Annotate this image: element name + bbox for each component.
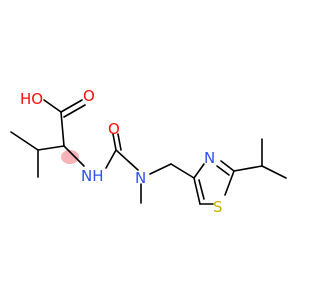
- bond-acid-c-alpha: [60, 111, 65, 147]
- bond-isopropyl-methyl-down: [261, 165, 287, 179]
- bond-c-o-double-a: [60, 99, 83, 113]
- bond-ring-c2-s: [224, 170, 235, 196]
- atom-label-acid-oxygen: O: [83, 87, 95, 105]
- bond-n-ch2: [149, 163, 172, 175]
- bond-urea-co-a: [112, 133, 117, 151]
- bond-alpha-nh: [63, 145, 85, 167]
- bond-c2-isopropyl: [233, 165, 263, 172]
- bond-ring-c5-c4-b: [198, 179, 205, 200]
- bond-ch2-thiazole: [170, 163, 195, 179]
- bond-ring-c4-n3: [193, 163, 205, 179]
- bond-ring-n3-c2-b: [216, 165, 230, 176]
- bond-alpha-cbeta: [37, 145, 65, 151]
- bond-ring-n3-c2-a: [220, 160, 235, 172]
- bond-nh-c-urea: [105, 149, 117, 169]
- atom-label-hydroxyl: HO: [20, 90, 43, 108]
- atom-label-amide-nh: NH: [81, 167, 104, 185]
- atom-label-methylated-n: N: [135, 169, 146, 187]
- bond-c-o-double-b: [63, 104, 86, 118]
- bond-ho-c: [43, 99, 62, 113]
- structure-canvas: HO O NH O N N S: [10, 87, 287, 216]
- bond-urea-c-n: [115, 149, 139, 171]
- bond-ring-c5-c4-a: [193, 177, 201, 205]
- bond-urea-co-b: [117, 133, 122, 151]
- chemical-structure-diagram: HO O NH O N N S: [10, 87, 287, 216]
- stereocenter-highlight: [61, 150, 79, 164]
- atom-label-thiazole-n: N: [204, 149, 215, 167]
- bond-cbeta-methyl-up: [10, 131, 39, 151]
- atom-label-urea-oxygen: O: [108, 120, 120, 138]
- atom-label-thiazole-s: S: [213, 198, 223, 216]
